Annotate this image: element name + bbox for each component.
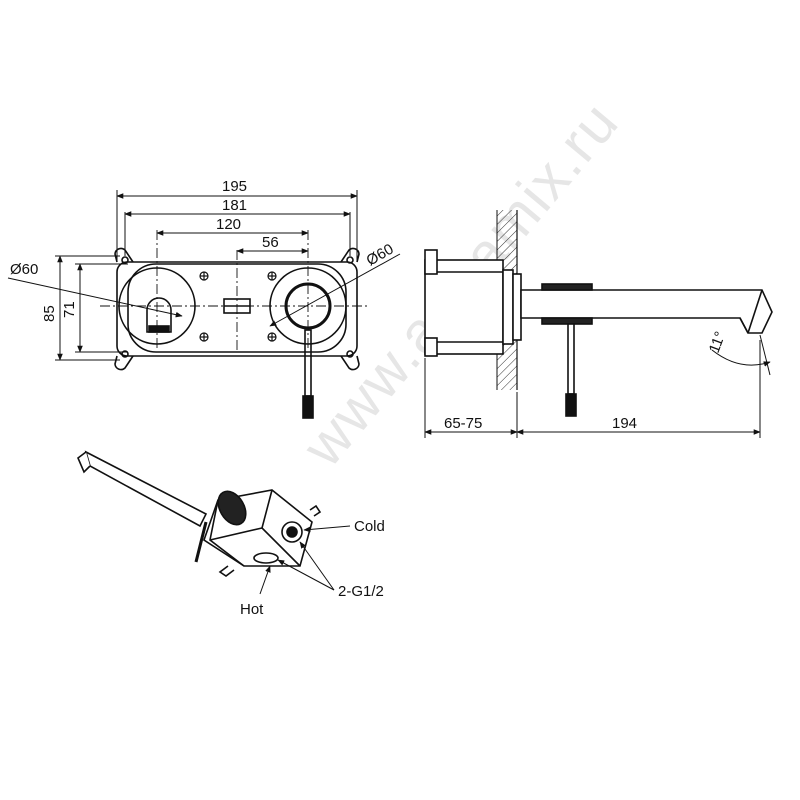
dim-195: 195 xyxy=(222,178,247,195)
screw-marks xyxy=(199,271,277,342)
lever-side xyxy=(567,323,575,395)
hot-port xyxy=(253,552,279,564)
spout-end xyxy=(146,297,172,333)
side-dimension-labels: 65-75 194 11° xyxy=(444,329,729,432)
iso-labels: Cold 2-G1/2 Hot xyxy=(240,518,385,618)
dim-85: 85 xyxy=(41,305,58,322)
centerlines xyxy=(100,230,370,350)
label-cold: Cold xyxy=(354,518,385,535)
dim-194: 194 xyxy=(612,415,637,432)
inwall-box xyxy=(424,259,504,355)
dim-181: 181 xyxy=(222,197,247,214)
front-dimension-labels: 195 181 120 56 Ø60 Ø60 85 71 xyxy=(10,178,397,322)
wall-plate xyxy=(116,261,358,357)
dim-wall-depth: 65-75 xyxy=(444,415,482,432)
side-dimensions xyxy=(424,340,761,438)
dim-71: 71 xyxy=(61,301,78,318)
side-view xyxy=(424,210,773,417)
dim-120: 120 xyxy=(216,216,241,233)
label-hot: Hot xyxy=(240,601,264,618)
dim-angle: 11° xyxy=(706,329,729,355)
handle-grip xyxy=(302,395,314,419)
label-thread: 2-G1/2 xyxy=(338,583,384,600)
dim-56: 56 xyxy=(262,234,279,251)
iso-handle xyxy=(217,490,247,526)
iso-spout xyxy=(84,450,208,528)
front-dimensions xyxy=(7,190,401,361)
iso-view xyxy=(77,450,351,595)
dim-dia-left: Ø60 xyxy=(10,261,38,278)
spout-side xyxy=(520,289,773,334)
angle-arc xyxy=(711,349,771,367)
